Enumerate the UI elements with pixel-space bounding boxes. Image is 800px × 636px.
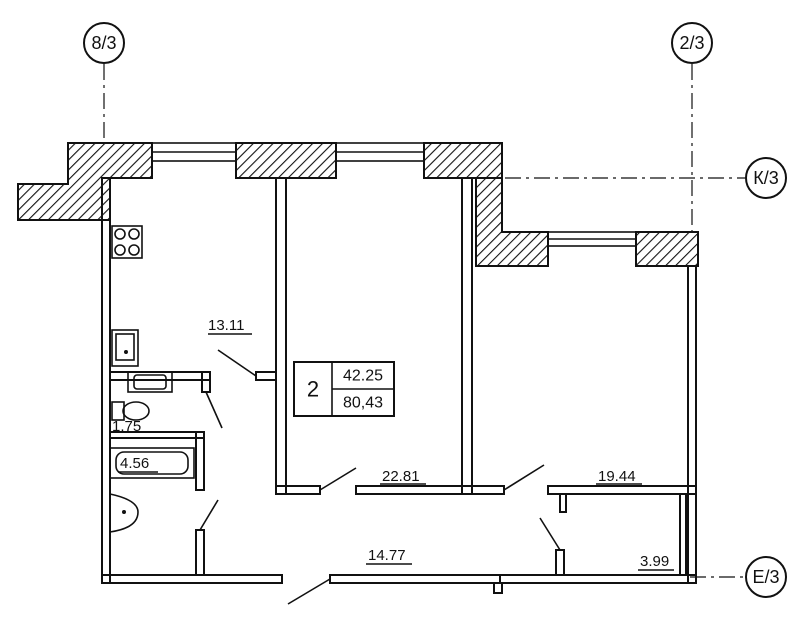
total-area: 80,43 (343, 395, 383, 412)
axis-marker-e-3: Е/3 (745, 556, 787, 598)
storage-area-label: 3.99 (640, 553, 669, 570)
exterior-walls (17, 142, 699, 267)
room2-area-label: 19.44 (598, 468, 636, 485)
axis-label-e-3: Е/3 (752, 567, 779, 587)
axis-lines (103, 64, 746, 578)
wc-area-label: 1.75 (112, 418, 141, 435)
washbasin-icon (118, 371, 173, 393)
interior-walls (109, 177, 697, 576)
room1-area-label: 22.81 (382, 468, 420, 485)
windows (151, 142, 637, 247)
hall-area-label: 14.77 (368, 547, 406, 564)
rooms-count: 2 (307, 377, 319, 402)
axis-marker-k-3: К/3 (745, 157, 787, 199)
living-area: 42.25 (343, 368, 383, 385)
axis-marker-8-3: 8/3 (83, 22, 125, 64)
axis-marker-2-3: 2/3 (671, 22, 713, 64)
apartment-summary-box: 2 42.25 80,43 (293, 361, 395, 417)
hall-sink-icon (109, 493, 139, 533)
toilet-icon (111, 401, 150, 421)
kitchen-area-label: 13.11 (208, 317, 244, 334)
axis-label-k-3: К/3 (753, 168, 779, 188)
bath-area-label: 4.56 (120, 455, 149, 472)
outer-walls (101, 177, 697, 594)
bathtub-icon (109, 447, 195, 479)
axis-label-8-3: 8/3 (91, 33, 116, 53)
stove-icon (111, 225, 143, 259)
doors (199, 349, 561, 605)
kitchen-sink-icon (111, 329, 139, 367)
axis-label-2-3: 2/3 (679, 33, 704, 53)
